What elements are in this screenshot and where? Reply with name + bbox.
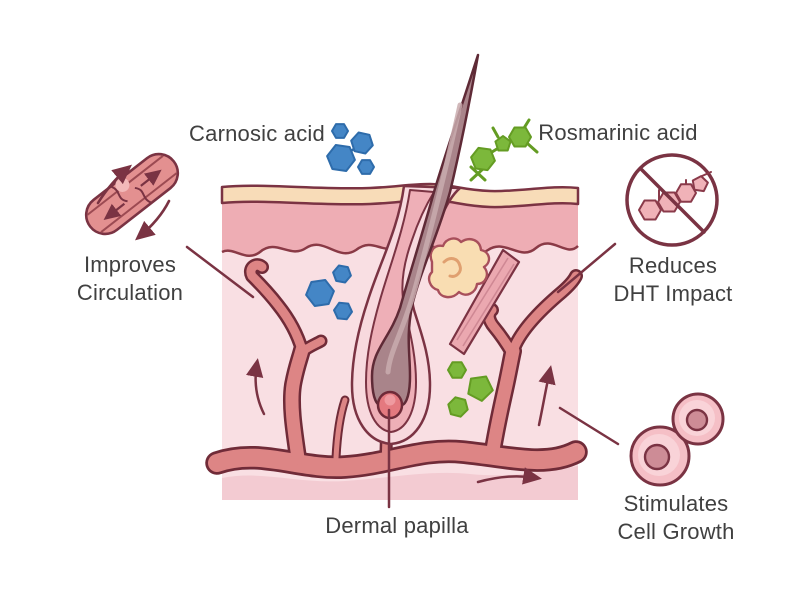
prohibition-slash [639, 167, 706, 234]
green-hexagon [508, 126, 532, 148]
green-molecule-icon [469, 118, 539, 182]
stratum-corneum [220, 182, 580, 209]
up-arrow-left [245, 358, 266, 416]
blue-hexagon [305, 279, 335, 307]
blue-hexagon [331, 123, 349, 139]
flow-arrow-up [96, 164, 132, 205]
leader-reduces-dht [556, 242, 617, 294]
reduces-dht-label: Reduces DHT Impact [613, 253, 733, 306]
green-pentagon [494, 135, 512, 152]
dht-hexagon [638, 199, 662, 221]
blue-hexagon [333, 301, 353, 321]
leader-lines [185, 242, 620, 509]
dht-hexagon [657, 191, 681, 213]
green-pentagon [467, 375, 494, 402]
cell-nucleus [685, 408, 709, 432]
blue-hexagon [332, 264, 352, 284]
carnosic-acid-label: Carnosic acid [189, 120, 325, 148]
blood-vessels [205, 258, 588, 480]
green-hexagon [447, 396, 469, 418]
stimulates-cell-growth-label: Stimulates Cell Growth [617, 491, 735, 544]
cell-nucleus [643, 443, 671, 471]
blue-hexagon [326, 144, 356, 172]
blue-hexagon [350, 131, 374, 155]
dermal-papilla-label: Dermal papilla [325, 513, 469, 538]
dht-pentagon [691, 175, 709, 193]
blood-vessel-icon [84, 152, 180, 241]
no-dht-molecule-icon [625, 153, 719, 247]
green-hexagon [447, 361, 467, 379]
carnosic-molecules-in-dermis [305, 264, 353, 321]
skin-cross-section [205, 53, 588, 500]
up-arrow-right [537, 365, 556, 427]
blue-hexagon [357, 159, 375, 175]
flow-arrow-down [135, 199, 171, 241]
dividing-cells-icon [629, 392, 725, 487]
sebaceous-gland [427, 237, 491, 299]
rosmarinic-molecules-in-dermis [447, 361, 494, 418]
leader-stimulates-cell-growth [558, 406, 620, 446]
subcutis-layer [222, 466, 578, 500]
hair-highlight [385, 102, 463, 375]
blue-molecule-cluster-icon [326, 123, 375, 175]
rosmarinic-acid-label: Rosmarinic acid [538, 119, 698, 147]
dermal-papilla-shape [376, 390, 404, 420]
green-hexagon [470, 146, 496, 172]
circulation-flow-arrows [245, 358, 556, 485]
leader-improves-circulation [185, 245, 255, 299]
dht-hexagon [675, 183, 697, 203]
carnosic-acid-text: Carnosic acid [189, 121, 325, 146]
right-arrow-bottom [476, 467, 542, 485]
improves-circulation-label: Improves Circulation [76, 252, 184, 305]
rosmarinic-acid-text: Rosmarinic acid [538, 120, 698, 145]
